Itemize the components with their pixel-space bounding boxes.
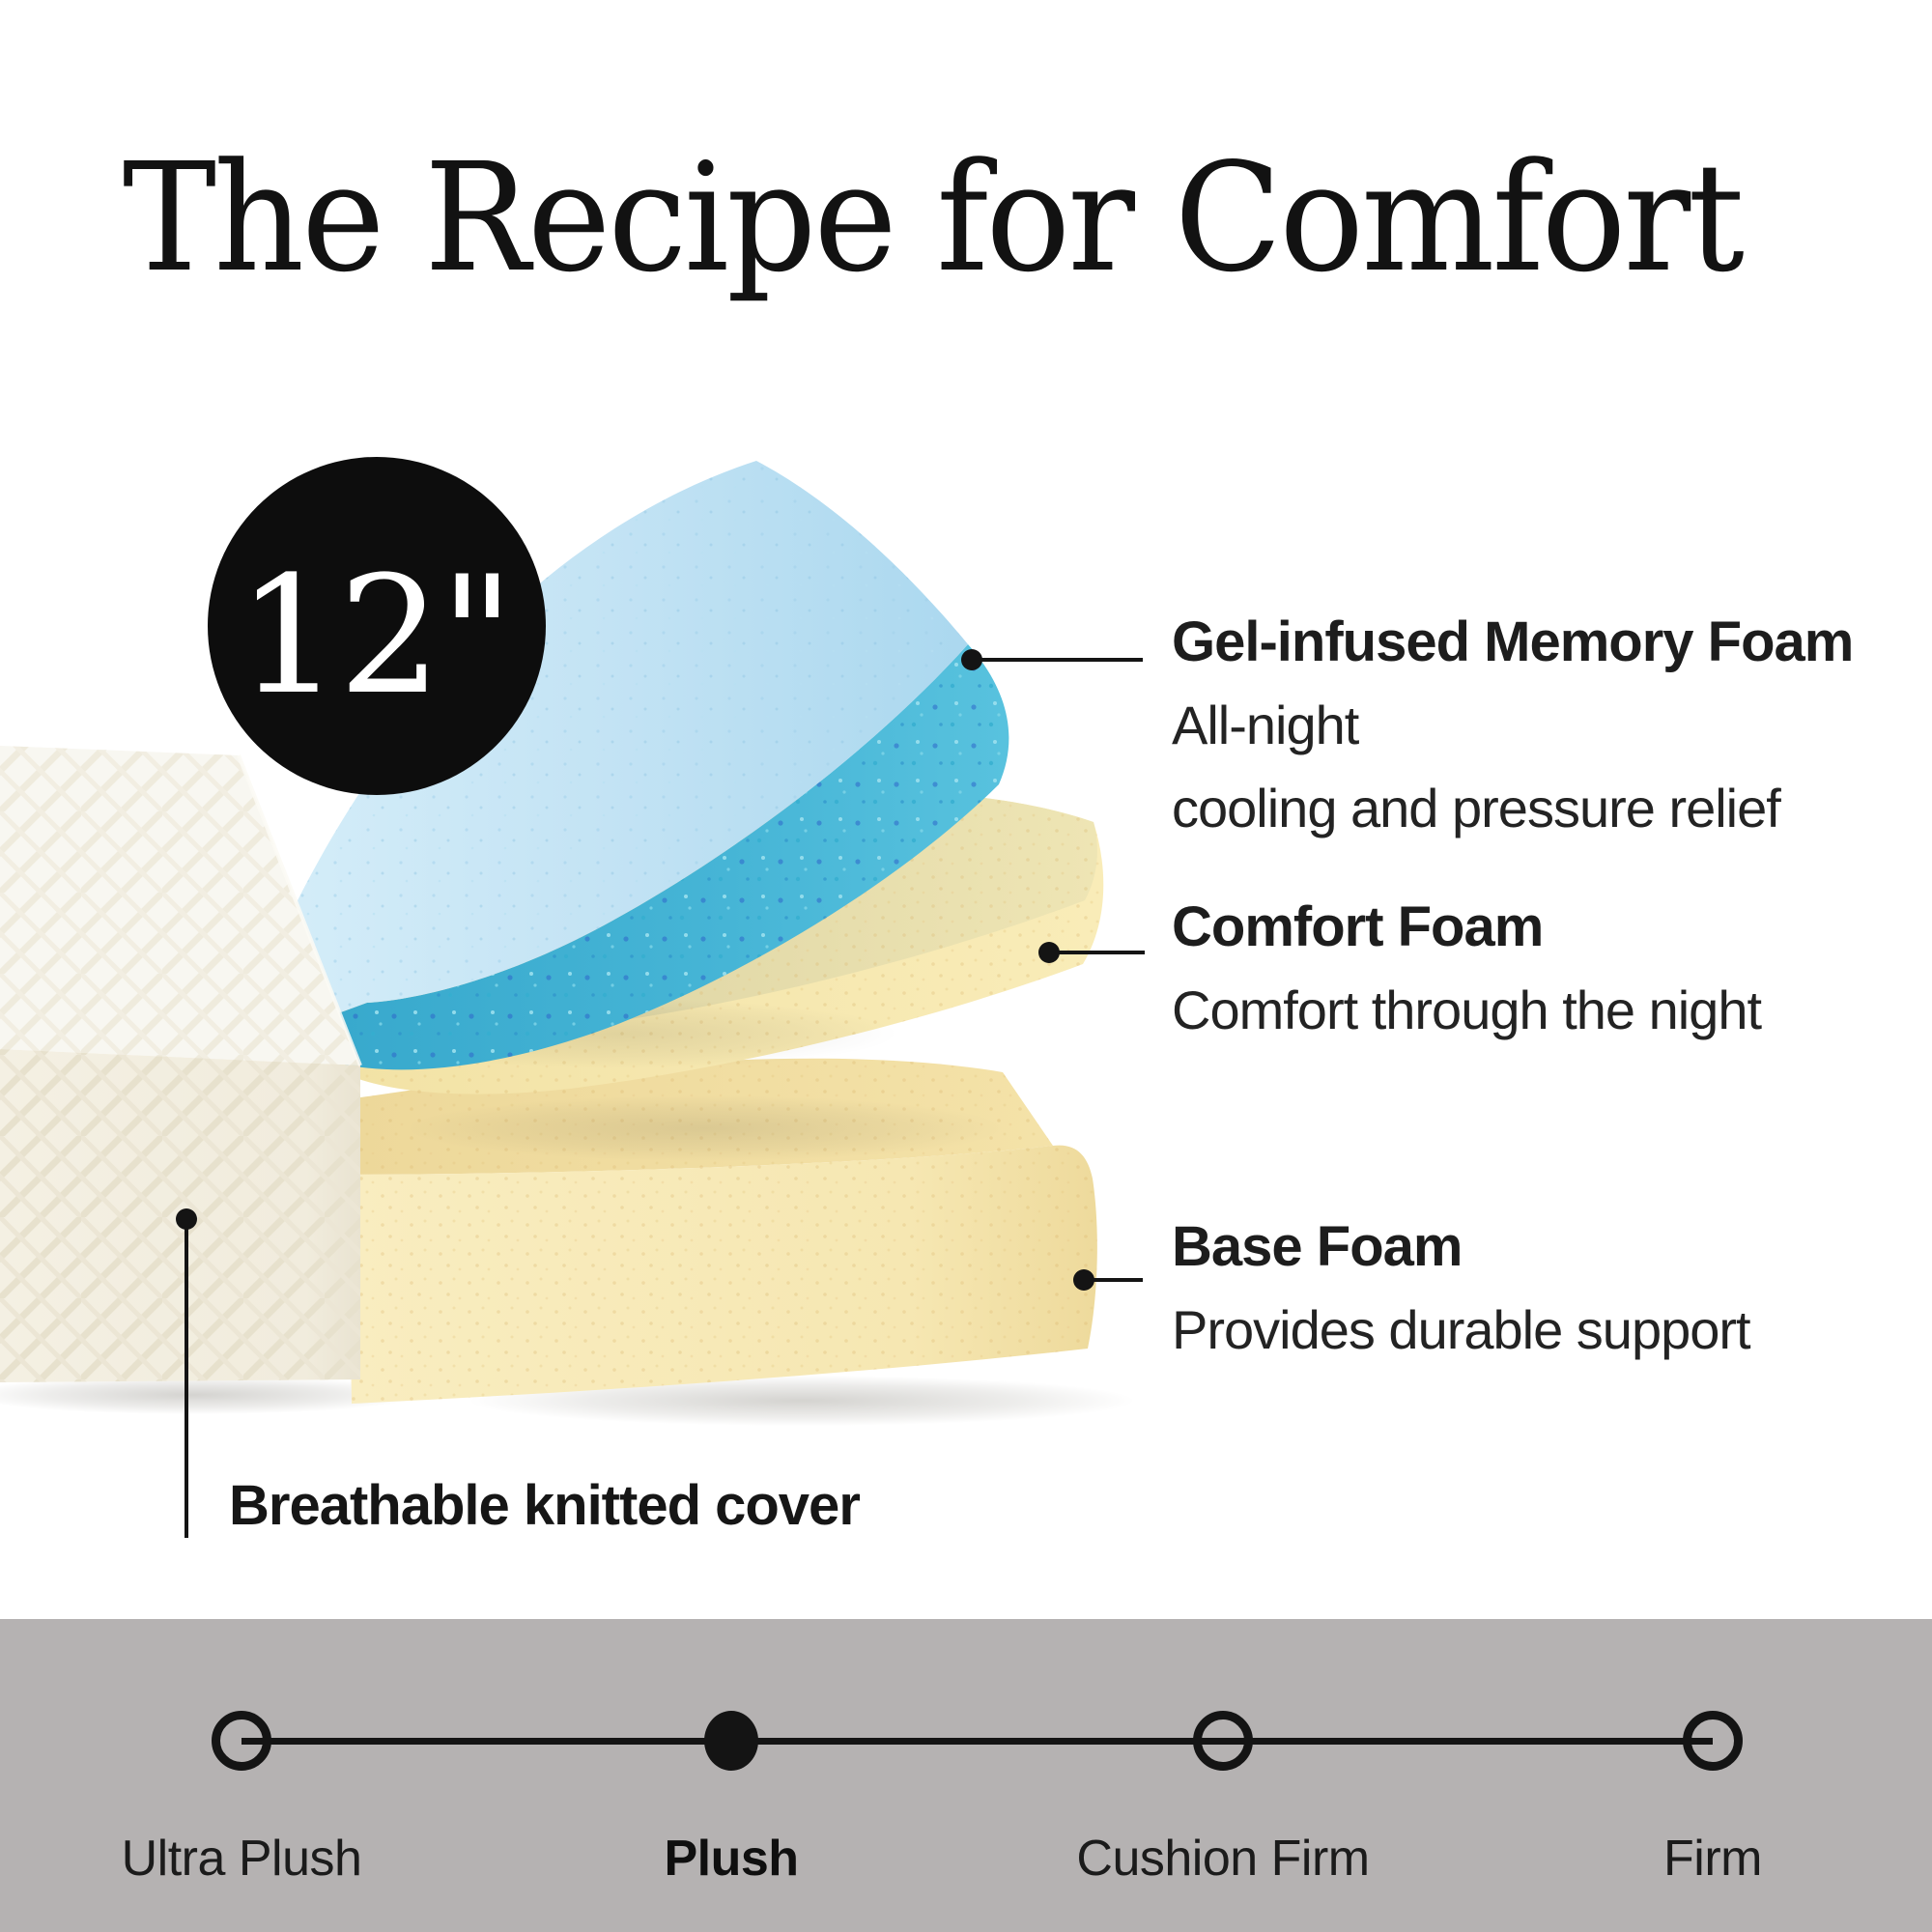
firmness-option-plush[interactable] xyxy=(704,1711,758,1771)
callout-gel-foam: Gel-infused Memory Foam All-night coolin… xyxy=(1172,601,1854,850)
comfort-foam-shadow xyxy=(406,1095,1005,1161)
height-badge-label: 12" xyxy=(237,541,514,730)
gel-foam-layer xyxy=(249,461,1009,1070)
firmness-option-ultra-plush[interactable] xyxy=(212,1711,271,1771)
callout-base-line1: Provides durable support xyxy=(1172,1299,1751,1360)
callout-gel-title: Gel-infused Memory Foam xyxy=(1172,611,1854,673)
leader-dot-cover xyxy=(176,1208,197,1230)
callout-leaders xyxy=(176,649,1145,1538)
leader-dot-comfort xyxy=(1038,942,1060,963)
firmness-option-firm[interactable] xyxy=(1683,1711,1743,1771)
base-foam-shadow xyxy=(469,1376,1135,1426)
mattress-cover-block xyxy=(0,746,362,1382)
callout-base-foam: Base Foam Provides durable support xyxy=(1172,1206,1751,1372)
callout-gel-line2: cooling and pressure relief xyxy=(1172,778,1781,838)
firmness-scale: Ultra Plush Plush Cushion Firm Firm xyxy=(0,1619,1932,1932)
callout-comfort-foam: Comfort Foam Comfort through the night xyxy=(1172,886,1762,1052)
callout-cover-label: Breathable knitted cover xyxy=(229,1474,861,1537)
callout-gel-line1: All-night xyxy=(1172,695,1359,755)
firmness-label-plush[interactable]: Plush xyxy=(664,1831,799,1887)
firmness-scale-track xyxy=(242,1738,1713,1745)
callout-comfort-line1: Comfort through the night xyxy=(1172,980,1762,1040)
callout-comfort-title: Comfort Foam xyxy=(1172,895,1544,958)
leader-dot-gel xyxy=(961,649,982,670)
callout-base-title: Base Foam xyxy=(1172,1215,1463,1278)
mattress-cover-corner-edge xyxy=(237,754,362,1066)
page-title: The Recipe for Comfort xyxy=(122,130,1745,305)
firmness-label-cushion-firm[interactable]: Cushion Firm xyxy=(1076,1831,1370,1887)
height-badge xyxy=(208,457,546,795)
firmness-option-cushion-firm[interactable] xyxy=(1193,1711,1253,1771)
firmness-label-ultra-plush[interactable]: Ultra Plush xyxy=(121,1831,362,1887)
leader-dot-base xyxy=(1073,1269,1094,1291)
cover-shadow xyxy=(0,1376,420,1414)
firmness-label-firm[interactable]: Firm xyxy=(1663,1831,1762,1887)
